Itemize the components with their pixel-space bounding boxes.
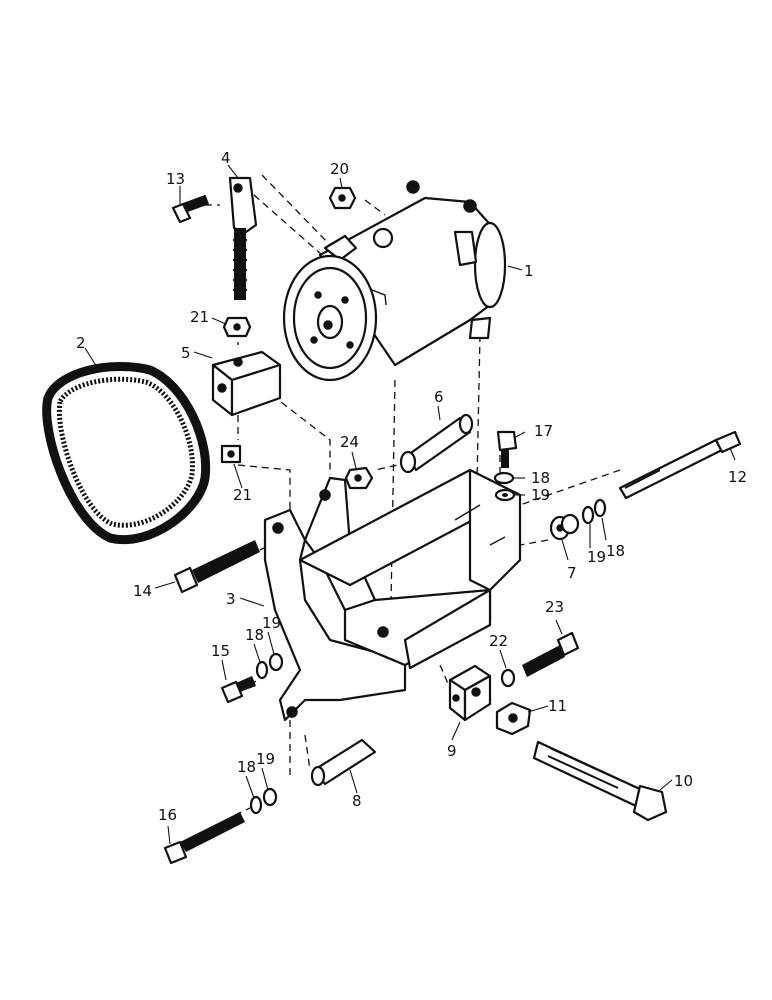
nut-24 (344, 466, 374, 490)
sleeve-7 (549, 513, 580, 541)
callout-1: 1 (524, 262, 534, 280)
tension-eye-bolt (228, 176, 258, 300)
callout-24: 24 (340, 433, 359, 451)
callout-17: 17 (534, 422, 553, 440)
callout-19-low: 19 (256, 750, 275, 768)
callout-5: 5 (181, 344, 191, 362)
callout-3: 3 (226, 590, 236, 608)
washer-19-mid (268, 652, 284, 672)
callout-labels: 1 2 3 4 5 6 7 8 9 10 11 12 13 14 15 16 1… (76, 149, 747, 824)
callout-13: 13 (166, 170, 185, 188)
bolt-15 (220, 676, 256, 704)
callout-18-right: 18 (606, 542, 625, 560)
callout-19-right: 19 (587, 548, 606, 566)
callout-12: 12 (728, 468, 747, 486)
washer-19-upper (494, 488, 516, 502)
pin-8 (310, 738, 377, 787)
bolt-14 (173, 540, 260, 594)
long-bolt-12 (618, 430, 742, 500)
bolt-13 (171, 194, 209, 224)
callout-23: 23 (545, 598, 564, 616)
callout-21-upper: 21 (190, 308, 209, 326)
washer-18-mid (255, 660, 269, 680)
bolt-16 (163, 812, 245, 865)
washer-19-right (581, 505, 595, 525)
washer-19-low (262, 787, 278, 807)
washer-18-upper (493, 471, 515, 485)
callout-19-mid: 19 (262, 614, 281, 632)
callout-9: 9 (447, 742, 457, 760)
callout-15: 15 (211, 642, 230, 660)
nut-21-lower (220, 444, 242, 464)
washer-22 (500, 668, 516, 688)
callout-18-mid: 18 (245, 626, 264, 644)
callout-14: 14 (133, 582, 152, 600)
washer-18-low (249, 795, 263, 815)
block-9 (448, 664, 492, 722)
callout-19-upper: 19 (531, 486, 550, 504)
bolt-17 (496, 430, 518, 468)
leader-lines (84, 164, 736, 845)
callout-10: 10 (674, 772, 693, 790)
nut-21-upper (222, 316, 252, 338)
compressor (282, 180, 507, 382)
nut-20 (328, 186, 357, 210)
callout-11: 11 (548, 697, 567, 715)
spacer-sleeve (399, 413, 474, 474)
callout-21-lower: 21 (233, 486, 252, 504)
callout-6: 6 (434, 388, 444, 406)
long-bolt-10 (532, 740, 668, 822)
washer-18-right (593, 498, 607, 518)
callout-18-low: 18 (237, 758, 256, 776)
bolt-23 (522, 631, 580, 677)
adjuster-block (211, 350, 282, 417)
nut-11 (495, 701, 532, 736)
callout-18-upper: 18 (531, 469, 550, 487)
callout-22: 22 (489, 632, 508, 650)
callout-2: 2 (76, 334, 86, 352)
v-belt (42, 362, 211, 545)
callout-7: 7 (567, 564, 577, 582)
callout-20: 20 (330, 160, 349, 178)
callout-4: 4 (221, 149, 231, 167)
callout-8: 8 (352, 792, 362, 810)
callout-16: 16 (158, 806, 177, 824)
